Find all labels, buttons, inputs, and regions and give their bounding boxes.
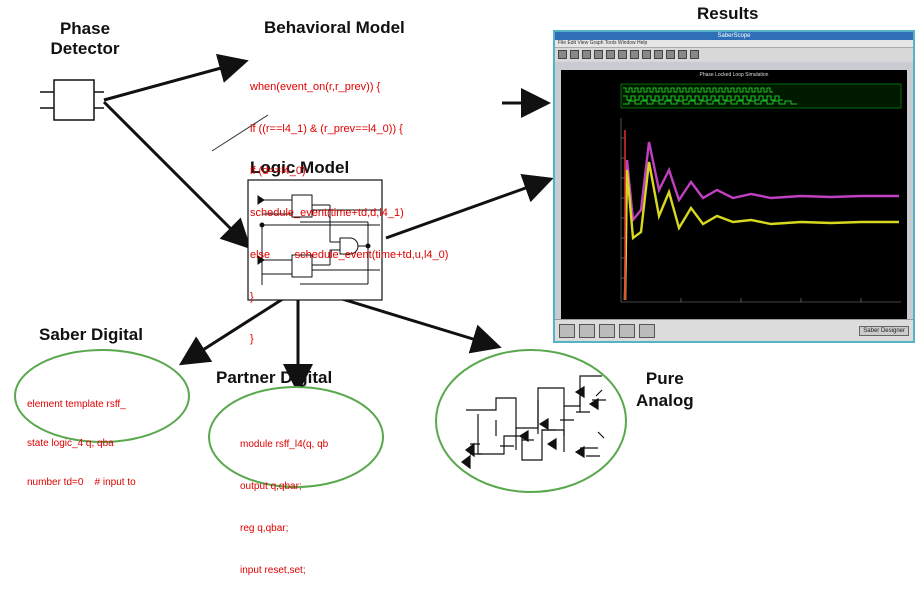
code-line: } bbox=[250, 291, 254, 303]
code-line: state logic_4 q, qba bbox=[27, 438, 114, 449]
arrow-to-logic bbox=[102, 100, 252, 250]
code-line: else schedule_event(time+td,u,l4_0) bbox=[250, 249, 449, 261]
code-line: if ((r==l4_1) & (r_prev==l4_0)) { bbox=[250, 123, 403, 135]
chart-icon[interactable] bbox=[639, 323, 655, 338]
pure-analog-ellipse bbox=[435, 349, 627, 493]
code-line: module rsff_l4(q, qb bbox=[240, 439, 329, 450]
toolbar-button[interactable] bbox=[690, 50, 699, 59]
pure-analog-line-2: Analog bbox=[636, 391, 694, 410]
partner-digital-ellipse bbox=[208, 386, 384, 488]
behavioral-model-label: Behavioral Model bbox=[264, 18, 405, 37]
waveform-plot[interactable]: Phase Locked Loop Simulation bbox=[561, 70, 907, 320]
code-line: input reset,set; bbox=[240, 565, 306, 576]
phase-detector-line-2: Detector bbox=[50, 39, 120, 58]
code-line: if (d==l4_0) bbox=[250, 165, 306, 177]
pure-analog-line-1: Pure bbox=[645, 369, 684, 388]
results-toolbar bbox=[555, 48, 913, 62]
results-window: SaberScope File Edit View Graph Tools Wi… bbox=[553, 30, 915, 343]
code-line: reg q,qbar; bbox=[240, 523, 289, 534]
waveform-svg bbox=[620, 83, 902, 303]
analog-axes bbox=[620, 118, 901, 303]
results-window-bottom-bar: Saber Designer bbox=[555, 319, 913, 341]
arrow-logic-to-results bbox=[385, 173, 554, 240]
toolbar-button[interactable] bbox=[582, 50, 591, 59]
toolbar-button[interactable] bbox=[666, 50, 675, 59]
plot-title: Phase Locked Loop Simulation bbox=[699, 72, 769, 78]
logic-model-schematic bbox=[247, 179, 383, 301]
results-window-menu[interactable]: File Edit View Graph Tools Window Help bbox=[555, 40, 913, 48]
toolbar-button[interactable] bbox=[594, 50, 603, 59]
arrow-to-behavioral bbox=[103, 53, 249, 102]
phase-detector-symbol bbox=[40, 79, 104, 121]
toolbar-button[interactable] bbox=[606, 50, 615, 59]
toolbar-button[interactable] bbox=[570, 50, 579, 59]
diagram-connectors bbox=[14, 53, 627, 493]
thin-diagonal bbox=[211, 114, 269, 152]
toolbar-button[interactable] bbox=[558, 50, 567, 59]
toolbar-button[interactable] bbox=[678, 50, 687, 59]
logic-model-label: Logic Model bbox=[250, 158, 350, 177]
phase-detector-label: Phase Detector bbox=[36, 19, 134, 59]
code-line: when(event_on(r,r_prev)) { bbox=[250, 81, 381, 93]
digital-waveforms bbox=[620, 83, 902, 109]
pencil-icon[interactable] bbox=[559, 323, 575, 338]
saber-designer-button[interactable]: Saber Designer bbox=[859, 325, 909, 336]
partner-code-block: module rsff_l4(q, qb output q,qbar; reg … bbox=[240, 410, 328, 592]
saber-digital-ellipse bbox=[14, 349, 190, 443]
partner-digital-label: Partner Digital bbox=[216, 368, 333, 387]
code-line: schedule_event(time+td,d,l4_1) bbox=[250, 207, 404, 219]
trace-magenta bbox=[623, 141, 899, 301]
toolbar-button[interactable] bbox=[618, 50, 627, 59]
saber-code-block: element template rsff_ state logic_4 q, … bbox=[27, 372, 136, 502]
cursor-icon[interactable] bbox=[599, 323, 615, 338]
pure-analog-label: Pure Analog bbox=[636, 368, 694, 412]
behavioral-code-block: when(event_on(r,r_prev)) { if ((r==l4_1)… bbox=[250, 52, 448, 360]
floppy-icon[interactable] bbox=[619, 323, 635, 338]
results-label: Results bbox=[697, 4, 759, 23]
code-line: } bbox=[250, 333, 254, 345]
toolbar-button[interactable] bbox=[630, 50, 639, 59]
code-line: output q,qbar; bbox=[240, 481, 302, 492]
results-window-title: SaberScope bbox=[555, 32, 913, 40]
saber-digital-label: Saber Digital bbox=[39, 325, 143, 344]
phase-detector-line-1: Phase bbox=[59, 19, 111, 38]
trace-yellow bbox=[623, 161, 899, 301]
analog-transistor-schematic bbox=[461, 375, 606, 470]
code-line: number td=0 # input to bbox=[27, 477, 136, 488]
code-line: element template rsff_ bbox=[27, 399, 126, 410]
toolbar-button[interactable] bbox=[654, 50, 663, 59]
toolbar-button[interactable] bbox=[642, 50, 651, 59]
table-icon[interactable] bbox=[579, 323, 595, 338]
